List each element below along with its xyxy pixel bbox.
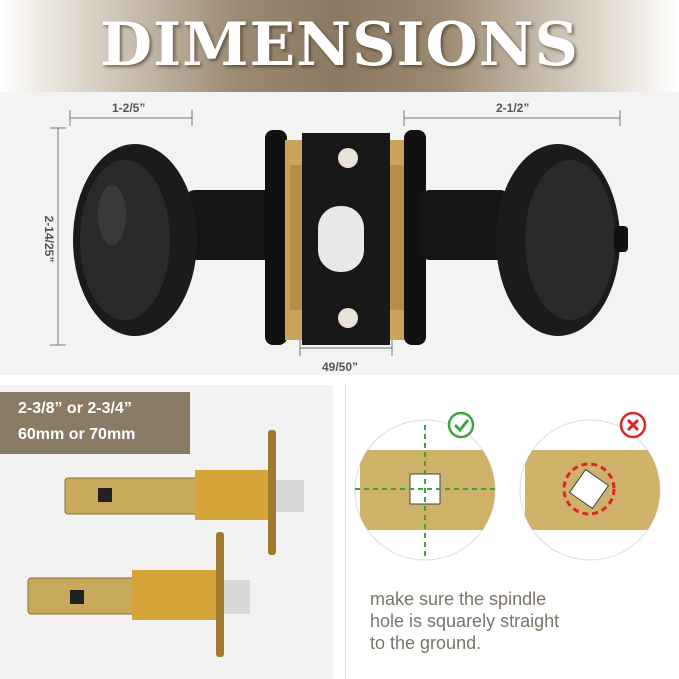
page-title: DIMENSIONS bbox=[100, 10, 579, 80]
check-icon bbox=[447, 411, 475, 439]
spindle-note-3: to the ground. bbox=[370, 633, 482, 653]
right-knob bbox=[420, 144, 628, 336]
spindle-note-2: hole is squarely straight bbox=[370, 611, 560, 631]
backset-line-1: 2-3/8” or 2-3/4” bbox=[18, 400, 132, 417]
knob-depth-label: 1-2/5” bbox=[112, 101, 146, 115]
spindle-note-1: make sure the spindle bbox=[370, 589, 547, 609]
dimension-lines bbox=[50, 110, 621, 356]
title-banner: DIMENSIONS bbox=[0, 0, 679, 92]
latch-bottom bbox=[27, 532, 250, 657]
cross-icon bbox=[619, 411, 647, 439]
left-rose bbox=[265, 130, 287, 345]
latch-top bbox=[64, 430, 304, 555]
backset-line-2: 60mm or 70mm bbox=[18, 426, 136, 443]
backset-tag: 2-3/8” or 2-3/4” 60mm or 70mm bbox=[0, 392, 190, 454]
left-knob bbox=[73, 144, 275, 336]
latch-face-plate bbox=[302, 133, 390, 345]
plate-width-label: 49/50” bbox=[322, 360, 359, 374]
rose-width-label: 2-1/2” bbox=[496, 101, 530, 115]
right-rose bbox=[404, 130, 426, 345]
